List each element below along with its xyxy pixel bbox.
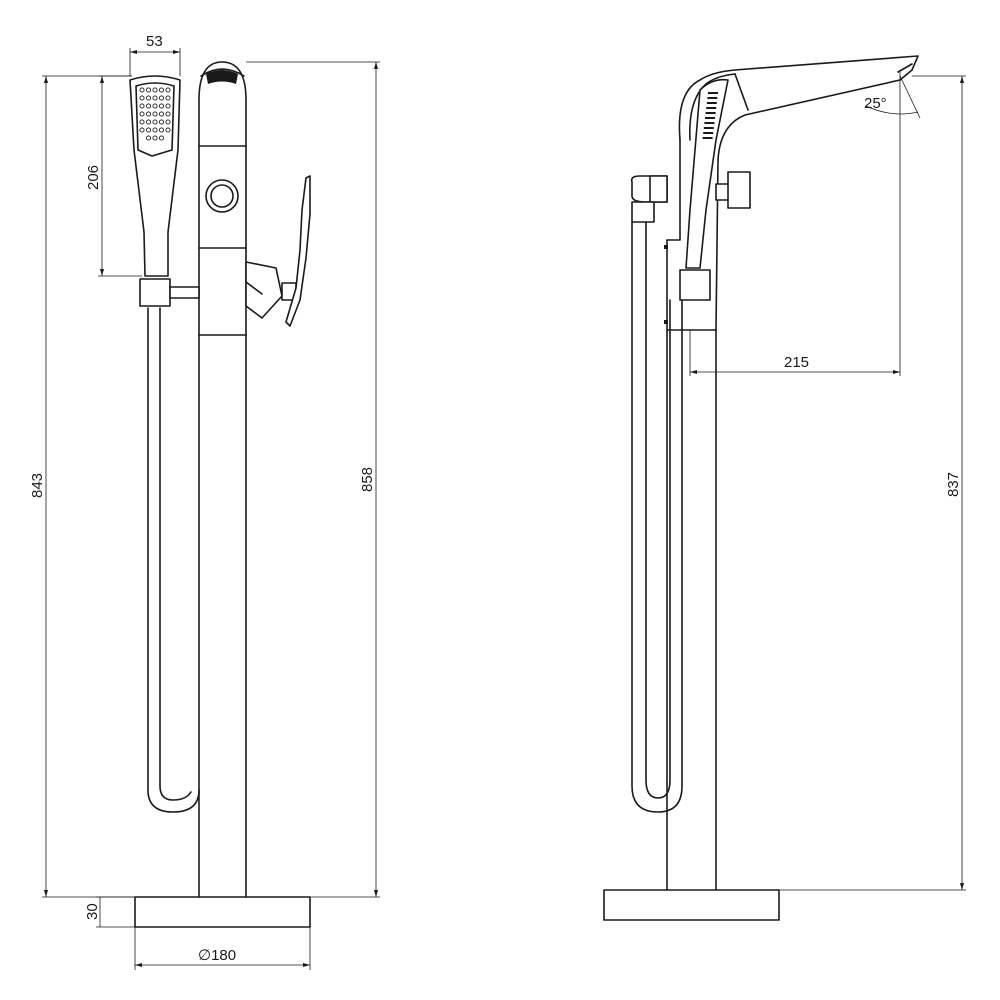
dim-label-25: 25° <box>864 95 887 112</box>
hand-shower <box>129 75 181 277</box>
side-spout-body <box>666 55 919 331</box>
dim-overall-height-body: 858 <box>246 61 380 898</box>
side-hand-shower <box>685 78 729 269</box>
front-column <box>198 334 247 898</box>
side-handshower-holder <box>679 269 711 301</box>
side-column <box>666 239 717 891</box>
front-mixer-body <box>198 61 247 336</box>
dim-label-837: 837 <box>945 472 962 497</box>
diverter-knob-icon <box>205 179 239 213</box>
dim-label-843: 843 <box>29 473 46 498</box>
shower-nozzle-pattern-icon <box>139 87 171 141</box>
side-view: 25° 215 837 <box>603 55 966 921</box>
spout-outlet-icon <box>206 70 238 84</box>
dim-label-215: 215 <box>784 354 809 371</box>
dim-label-206: 206 <box>85 165 102 190</box>
dim-base-diameter: ∅180 <box>134 927 311 970</box>
side-base-plate <box>603 889 780 921</box>
dim-label-53: 53 <box>146 33 163 50</box>
dim-overall-height-hose: 843 <box>29 75 135 898</box>
dim-spout-height: 837 <box>779 75 966 891</box>
side-right-fitting <box>715 171 751 209</box>
side-shower-hose <box>631 221 683 813</box>
side-nozzle-icon <box>702 92 718 139</box>
handshower-holder <box>139 278 200 307</box>
front-lever-handle <box>245 175 311 327</box>
side-left-fitting <box>630 175 668 223</box>
dim-label-858: 858 <box>359 467 376 492</box>
dim-spout-reach: 215 <box>689 118 901 376</box>
front-view: 53 206 843 858 <box>29 33 380 970</box>
dim-spout-angle: 25° <box>864 72 921 119</box>
dim-handshower-width: 53 <box>129 33 181 76</box>
dim-label-30: 30 <box>84 903 101 920</box>
front-base-plate <box>134 896 311 928</box>
front-shower-hose <box>147 307 200 813</box>
dim-label-180: ∅180 <box>198 947 236 964</box>
dim-base-thickness: 30 <box>84 896 135 928</box>
